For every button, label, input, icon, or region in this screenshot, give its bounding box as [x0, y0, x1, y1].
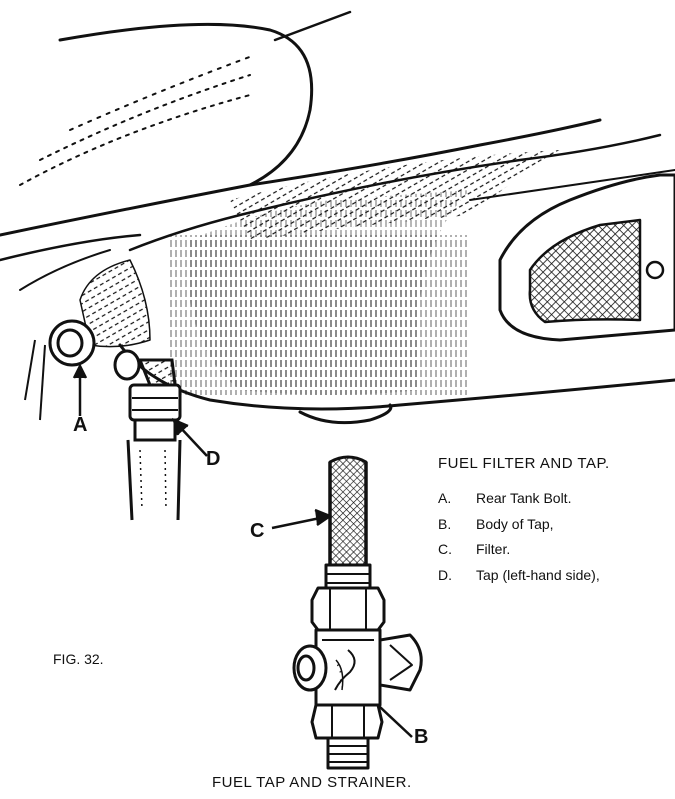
- legend-list: A. Rear Tank Bolt. B. Body of Tap, C. Filte…: [438, 486, 600, 588]
- tap-d-assembly: [113, 349, 182, 521]
- legend-key: B.: [438, 515, 452, 532]
- legend-title: FUEL FILTER AND TAP.: [438, 455, 610, 472]
- legend-text: Rear Tank Bolt.: [476, 490, 572, 506]
- legend-key: D.: [438, 566, 452, 583]
- legend-key: C.: [438, 541, 452, 557]
- legend-text: Filter.: [476, 541, 511, 557]
- callout-label-b: B: [414, 726, 429, 748]
- legend-item: C. Filter.: [438, 537, 600, 563]
- callout-label-d: D: [206, 448, 221, 470]
- legend-item: B. Body of Tap,: [438, 512, 600, 538]
- legend-text: Body of Tap,: [476, 515, 554, 532]
- fuel-tank: [0, 10, 675, 425]
- legend-key: A.: [438, 490, 452, 506]
- fuel-tap-strainer: [292, 455, 423, 770]
- callout-label-a: A: [73, 414, 88, 436]
- tank-bolt-a: [24, 319, 96, 421]
- figure-number: FIG. 32.: [53, 651, 104, 667]
- legend-item: A. Rear Tank Bolt.: [438, 486, 600, 512]
- legend-item: D. Tap (left-hand side),: [438, 563, 600, 589]
- legend-text: Tap (left-hand side),: [476, 566, 600, 583]
- callout-label-c: C: [250, 520, 265, 542]
- figure-caption: FUEL TAP AND STRAINER.: [212, 774, 412, 791]
